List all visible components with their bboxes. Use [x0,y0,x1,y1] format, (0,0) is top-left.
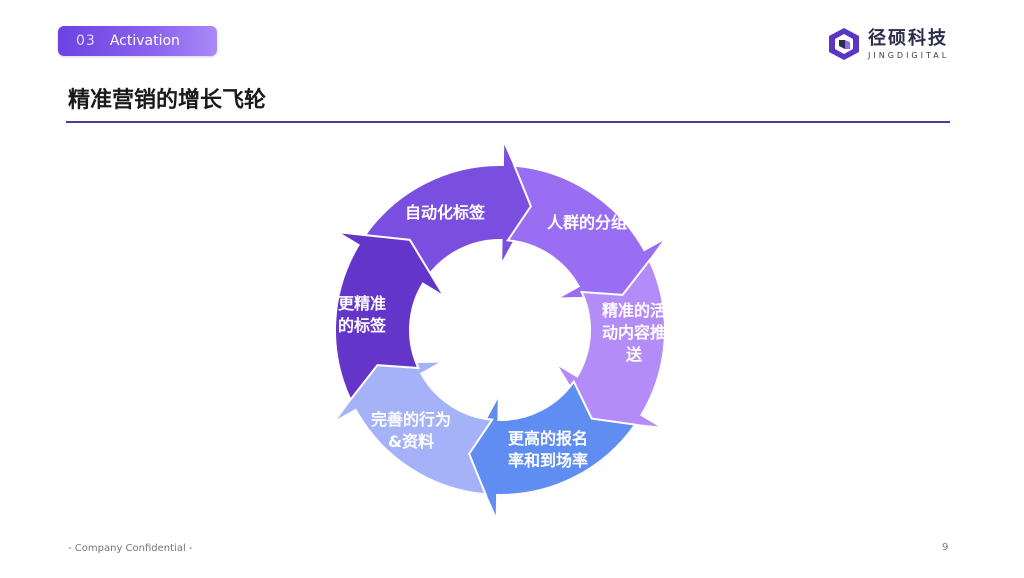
cycle-label-line: &资料 [388,432,434,451]
cycle-label-line: 完善的行为 [371,410,451,429]
logo-name-cn: 径硕科技 [868,27,948,49]
cycle-label-behavior-profile: 完善的行为&资料 [371,410,451,451]
cycle-label-auto-tagging: 自动化标签 [405,203,486,222]
cycle-label-line: 精准的活 [602,301,666,320]
cycle-label-line: 的标签 [338,316,387,335]
cycle-arrow-behavior-profile [333,360,494,496]
cycle-label-line: 自动化标签 [405,203,486,222]
logo-mark-icon [829,28,859,60]
cycle-label-more-precise-tags: 更精准的标签 [338,294,387,335]
cycle-label-line: 动内容推 [602,323,666,342]
cycle-arrow-higher-registration-rate [465,379,637,521]
logo-name-en: JINGDIGITAL [868,50,950,60]
cycle-label-line: 更精准 [338,294,386,313]
cycle-arrow-audience-grouping [506,164,667,300]
cycle-label-line: 人群的分组 [547,213,627,232]
cycle-label-line: 更高的报名 [508,429,588,448]
cycle-arrow-more-precise-tags [334,231,446,402]
title-divider [66,121,950,123]
section-label: Activation [109,33,180,49]
cycle-label-precise-activity-push: 精准的活动内容推送 [602,301,666,364]
cycle-arrow-precise-activity-push [554,258,666,429]
cycle-arrow-auto-tagging [363,139,535,281]
section-tag: 03 Activation [58,26,217,56]
cycle-label-audience-grouping: 人群的分组 [547,213,627,232]
page-title: 精准营销的增长飞轮 [68,88,267,113]
cycle-label-higher-registration-rate: 更高的报名率和到场率 [508,429,588,470]
section-number: 03 [76,33,96,49]
page-number: 9 [942,542,949,553]
cycle-label-line: 送 [625,345,643,364]
cycle-label-line: 率和到场率 [508,451,588,470]
company-logo: 径硕科技 JINGDIGITAL [828,27,949,61]
footer-confidential: - Company Confidential - [68,543,193,554]
